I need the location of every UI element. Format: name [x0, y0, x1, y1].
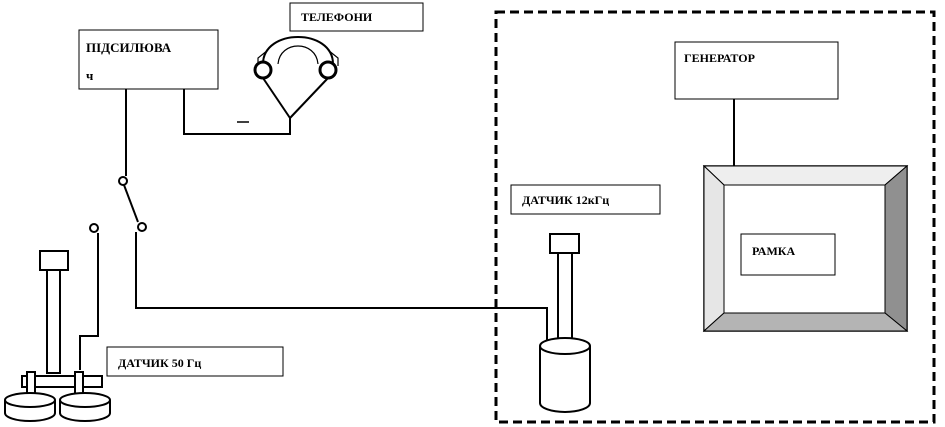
sensor-50hz-label: ДАТЧИК 50 Гц [118, 356, 201, 370]
generator-block: ГЕНЕРАТОР [674, 41, 839, 100]
switch-to-50hz-wire [79, 233, 99, 370]
frame-label: РАМКА [752, 244, 795, 258]
amplifier-label-line1: ПІДСИЛЮВА [86, 40, 172, 55]
sensor-12khz-label-box: ДАТЧИК 12кГц [510, 184, 661, 215]
generator-label: ГЕНЕРАТОР [684, 51, 755, 65]
headphones-icon [253, 36, 339, 119]
sensor-50hz-probe-icon [4, 250, 111, 422]
sensor-50hz-label-box: ДАТЧИК 50 Гц [106, 346, 284, 377]
amp-to-headphones-wire [183, 89, 291, 135]
telephones-label-box: ТЕЛЕФОНИ [289, 2, 424, 32]
amplifier-label-line2: ч [86, 68, 93, 83]
switch-to-12khz-wire [135, 232, 548, 340]
telephones-label: ТЕЛЕФОНИ [301, 10, 373, 24]
dashed-enclosure [494, 10, 936, 424]
sensor-12khz-probe-icon [539, 233, 591, 413]
sensor-12khz-label: ДАТЧИК 12кГц [522, 193, 609, 207]
frame-block: РАМКА [702, 164, 909, 333]
amplifier-block: ПІДСИЛЮВА ч [78, 29, 219, 90]
switch-icon [89, 176, 147, 233]
